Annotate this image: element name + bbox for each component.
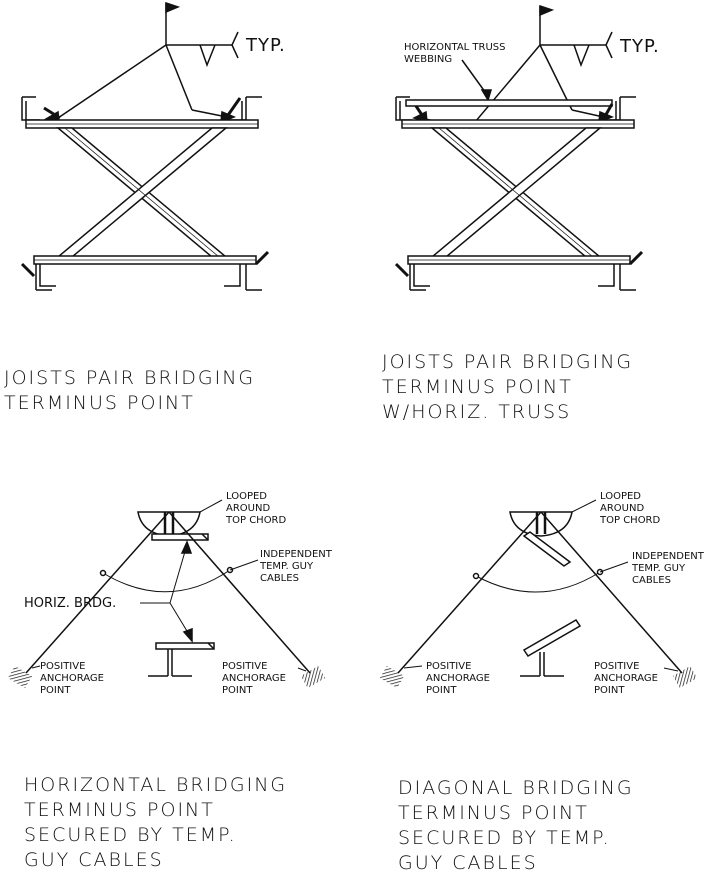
bottom-joist-right <box>598 264 636 291</box>
caption-line: TERMINUS POINT <box>24 799 215 821</box>
top-chord <box>137 511 201 537</box>
caption-line: GUY CABLES <box>398 852 538 874</box>
cables-label-line-1: INDEPENDENT <box>632 551 705 562</box>
anchor-icon-right <box>672 665 698 689</box>
cables-label-line-3: CABLES <box>260 573 299 584</box>
cables-label-line-2: TEMP. GUY <box>259 561 314 572</box>
bridging-angle-bottom <box>155 642 215 650</box>
caption-line: TERMINUS POINT <box>382 376 573 398</box>
panel-horizontal-bridging-drawing <box>7 499 326 689</box>
right-anchor-label-line-3: POINT <box>594 685 625 696</box>
cable-arc <box>475 571 601 593</box>
right-anchor-label-line-1: POSITIVE <box>222 661 267 672</box>
weld-symbol-icon <box>540 31 613 68</box>
guy-cable-left <box>397 511 542 674</box>
guy-cable-right <box>168 511 311 674</box>
top-joist-left <box>21 96 40 121</box>
truss-label-line-1: HORIZONTAL TRUSS <box>404 42 505 53</box>
typ-label: TYP. <box>619 36 660 57</box>
panel-joists-pair-drawing <box>20 1 270 291</box>
left-anchor-label-line-3: POINT <box>40 685 71 696</box>
right-anchor-label-line-1: POSITIVE <box>594 661 639 672</box>
caption-joists-pair-truss: JOISTS PAIR BRIDGING TERMINUS POINT W/HO… <box>382 350 633 425</box>
caption-line: JOISTS PAIR BRIDGING <box>4 367 256 389</box>
flag-icon <box>165 1 181 45</box>
caption-joists-pair: JOISTS PAIR BRIDGING TERMINUS POINT <box>4 366 255 416</box>
horiz-brdg-label: HORIZ. BRDG. <box>24 596 116 611</box>
caption-line: TERMINUS POINT <box>398 802 589 824</box>
cables-label-line-3: CABLES <box>632 575 671 586</box>
typ-label: TYP. <box>245 35 286 56</box>
leader-line <box>469 44 541 129</box>
looped-label-line-3: TOP CHORD <box>599 515 661 526</box>
looped-label-line-2: AROUND <box>226 503 270 514</box>
caption-line: TERMINUS POINT <box>4 392 195 414</box>
panel-diagonal-bridging-drawing <box>379 499 698 689</box>
left-anchor-label-line-1: POSITIVE <box>40 661 85 672</box>
looped-label-line-1: LOOPED <box>226 491 267 502</box>
caption-line: SECURED BY TEMP. <box>398 827 611 849</box>
caption-line: W/HORIZ. TRUSS <box>382 401 572 423</box>
anchor-icon-left <box>7 665 33 689</box>
bottom-joist-left <box>35 264 56 291</box>
caption-line: SECURED BY TEMP. <box>24 824 237 846</box>
cable-arc <box>102 569 231 593</box>
looped-label-line-3: TOP CHORD <box>225 515 287 526</box>
left-anchor-label-line-2: ANCHORAGE <box>40 673 104 684</box>
leader-line <box>539 44 573 111</box>
bottom-joist-right <box>224 264 262 291</box>
weld-symbol-icon <box>166 31 239 68</box>
leader-line <box>165 44 193 111</box>
anchor-icon-left <box>379 665 405 689</box>
guy-cable-left <box>25 511 170 674</box>
right-anchor-label-line-2: ANCHORAGE <box>594 673 658 684</box>
cables-label-line-2: TEMP. GUY <box>631 563 686 574</box>
arrowhead <box>480 89 493 102</box>
left-anchor-label-line-1: POSITIVE <box>426 661 471 672</box>
top-chord <box>509 511 573 537</box>
caption-line: DIAGONAL BRIDGING <box>398 777 634 799</box>
looped-label-line-2: AROUND <box>600 503 644 514</box>
bottom-joist-left <box>409 264 430 291</box>
guy-cable-right <box>540 511 683 674</box>
caption-diagonal-bridging: DIAGONAL BRIDGING TERMINUS POINT SECURED… <box>398 776 634 876</box>
cables-label-line-1: INDEPENDENT <box>260 549 333 560</box>
caption-line: HORIZONTAL BRIDGING <box>24 774 288 796</box>
caption-horizontal-bridging: HORIZONTAL BRIDGING TERMINUS POINT SECUR… <box>24 773 287 873</box>
left-anchor-label-line-2: ANCHORAGE <box>426 673 490 684</box>
truss-label-line-2: WEBBING <box>404 54 452 65</box>
leader-line <box>57 44 167 119</box>
anchor-icon-right <box>300 665 326 689</box>
panel-joists-pair-truss-drawing <box>394 4 644 291</box>
bridging-angle <box>151 533 209 541</box>
left-anchor-label-line-3: POINT <box>426 685 457 696</box>
caption-line: GUY CABLES <box>24 849 164 871</box>
right-anchor-label-line-3: POINT <box>222 685 253 696</box>
caption-line: JOISTS PAIR BRIDGING <box>382 351 634 373</box>
looped-label-line-1: LOOPED <box>600 491 641 502</box>
flag-icon <box>539 4 555 45</box>
diagonal-bridging-angle <box>522 531 572 567</box>
right-anchor-label-line-2: ANCHORAGE <box>222 673 286 684</box>
diagonal-bridging-angle-bottom <box>522 618 582 658</box>
